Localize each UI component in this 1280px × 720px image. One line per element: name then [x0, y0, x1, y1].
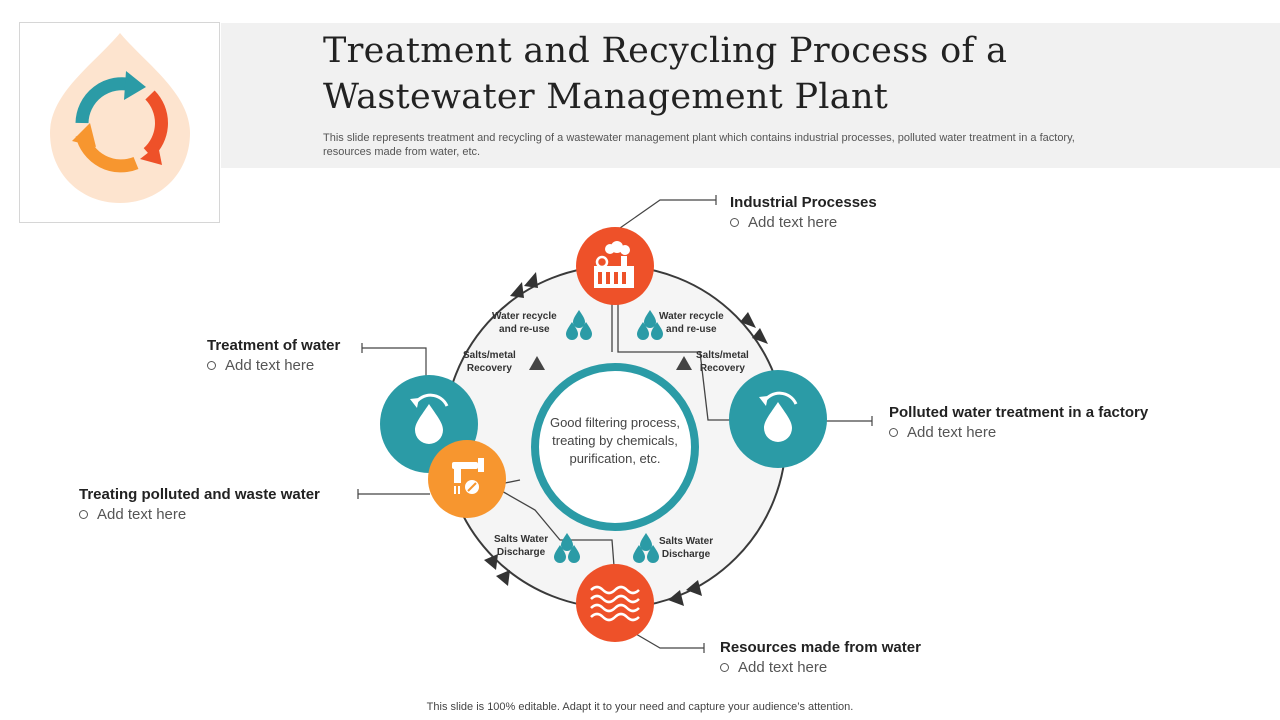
node-polluted — [729, 370, 827, 468]
node-treating — [428, 440, 506, 518]
node-industrial — [576, 227, 654, 305]
water-waves-icon — [590, 585, 640, 622]
bullet-icon — [889, 427, 898, 437]
recycle-arrows-icon — [50, 33, 190, 203]
callout-body: Add text here — [207, 357, 340, 374]
bullet-icon — [730, 217, 739, 227]
node-resources — [576, 564, 654, 642]
drops-recycle-left — [566, 310, 592, 340]
callout-body: Add text here — [889, 424, 1148, 441]
callout-body: Add text here — [79, 506, 320, 523]
footer-note: This slide is 100% editable. Adapt it to… — [426, 701, 854, 713]
callout-treating: Treating polluted and waste water Add te… — [79, 486, 320, 523]
label-recycle-left: Water recycle and re-use — [492, 311, 557, 335]
leader-lines — [357, 195, 873, 653]
callout-treatment: Treatment of water Add text here — [207, 337, 340, 374]
label-salts-left: Salts/metal Recovery — [463, 350, 516, 374]
triangle-left — [529, 356, 545, 370]
callout-title: Treatment of water — [207, 337, 341, 354]
water-drop-cycle-icon — [410, 393, 449, 444]
callout-body: Add text here — [730, 214, 877, 231]
callout-body: Add text here — [720, 659, 921, 676]
callout-title: Treating polluted and waste water — [79, 486, 320, 503]
callout-resources: Resources made from water Add text here — [720, 639, 921, 676]
logo-box — [19, 22, 220, 223]
ring-arrows — [484, 272, 768, 606]
drops-recycle-right — [637, 310, 663, 340]
label-discharge-left: Salts Water Discharge — [494, 534, 549, 558]
label-discharge-right: Salts Water Discharge — [659, 536, 714, 560]
callout-industrial: Industrial Processes Add text here — [730, 194, 877, 231]
label-recycle-right: Water recycle and re-use — [659, 311, 724, 335]
callout-polluted: Polluted water treatment in a factory Ad… — [889, 404, 1148, 441]
callout-title: Resources made from water — [720, 639, 921, 656]
drops-discharge-left — [554, 533, 580, 563]
inner-ring — [531, 363, 699, 531]
bullet-icon — [720, 662, 729, 672]
bullet-icon — [207, 360, 216, 370]
page-subtitle: This slide represents treatment and recy… — [323, 132, 1075, 158]
water-drop-cycle-icon — [759, 391, 798, 442]
header-band — [221, 23, 1280, 168]
triangle-right — [676, 356, 692, 370]
callout-title: Industrial Processes — [730, 194, 877, 211]
label-salts-right: Salts/metal Recovery — [696, 350, 749, 374]
callout-title: Polluted water treatment in a factory — [889, 404, 1149, 421]
bullet-icon — [79, 509, 88, 519]
page-title: Treatment and Recycling Process of a Was… — [323, 31, 1008, 117]
drops-discharge-right — [633, 533, 659, 563]
center-text: Good filtering process, treating by chem… — [549, 415, 681, 466]
